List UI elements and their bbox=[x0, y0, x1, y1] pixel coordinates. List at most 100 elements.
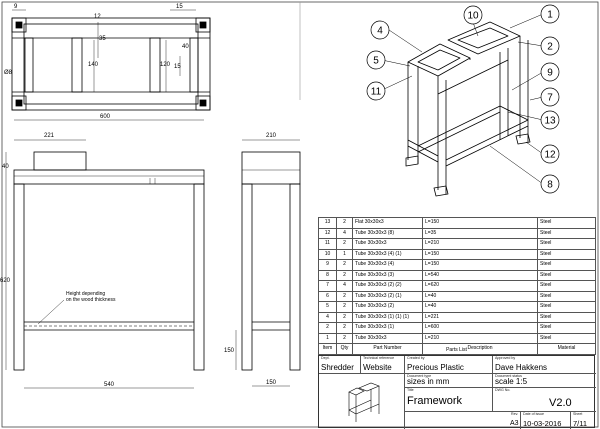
cell-description: L=600 bbox=[422, 322, 538, 334]
tb-dept-label: Dept. bbox=[321, 356, 330, 360]
cell-material: Steel bbox=[537, 280, 596, 292]
cell-qty: 4 bbox=[336, 280, 353, 292]
cell-material: Steel bbox=[537, 238, 596, 250]
balloon-9: 9 bbox=[540, 62, 560, 82]
tb-title-label: Title bbox=[407, 388, 414, 392]
title-block: Dept. Shredder Technical reference Websi… bbox=[318, 355, 596, 429]
cell-qty: 2 bbox=[336, 332, 353, 344]
cell-material: Steel bbox=[537, 217, 596, 229]
cell-item: 10 bbox=[318, 248, 337, 260]
tb-dept-cell: Dept. Shredder bbox=[319, 356, 361, 374]
tb-dwg-label: DWG No. bbox=[495, 388, 511, 392]
col-header-material: Material bbox=[537, 343, 596, 355]
cell-part-number: Flat 30x30x3 bbox=[352, 217, 423, 229]
cell-item: 5 bbox=[318, 301, 337, 313]
cell-description: L=540 bbox=[422, 269, 538, 281]
cell-part-number: Tube 30x30x3 (2) (1) bbox=[352, 290, 423, 302]
cell-material: Steel bbox=[537, 322, 596, 334]
cell-qty: 1 bbox=[336, 248, 353, 260]
cell-material: Steel bbox=[537, 290, 596, 302]
cell-item: 7 bbox=[318, 280, 337, 292]
tb-sheet-label: Sheet bbox=[573, 412, 583, 416]
balloon-5-label: 5 bbox=[373, 56, 379, 67]
tb-techref-label: Technical reference bbox=[363, 356, 395, 360]
tb-rev-label: Rev. bbox=[511, 412, 519, 416]
cell-part-number: Tube 30x30x3 (1) bbox=[352, 322, 423, 334]
cell-description: L=40 bbox=[422, 301, 538, 313]
dim-top-40: 40 bbox=[182, 44, 189, 50]
cell-part-number: Tube 30x30x3 (2) (2) bbox=[352, 280, 423, 292]
cell-qty: 2 bbox=[336, 238, 353, 250]
tb-approved-cell: Approved by Dave Hakkens bbox=[493, 356, 596, 374]
tb-status-label: Document status bbox=[495, 374, 522, 378]
side-view bbox=[235, 139, 301, 387]
dim-front-620: 620 bbox=[0, 278, 11, 284]
cell-part-number: Tube 30x30x3 (8) bbox=[352, 227, 423, 239]
parts-list-header-row: Item Qty Part Number Description Materia… bbox=[318, 343, 596, 355]
tb-dept-value: Shredder bbox=[321, 363, 354, 372]
balloon-8: 8 bbox=[540, 174, 560, 194]
note-height-line1: Height depending bbox=[66, 291, 105, 297]
tb-date-label: Date of issue bbox=[523, 412, 544, 416]
cell-description: L=210 bbox=[422, 238, 538, 250]
balloon-5: 5 bbox=[366, 50, 386, 70]
cell-qty: 2 bbox=[336, 290, 353, 302]
balloon-10-label: 10 bbox=[467, 11, 479, 22]
balloon-12-label: 12 bbox=[544, 150, 556, 161]
cell-description: L=35 bbox=[422, 227, 538, 239]
cell-description: L=150 bbox=[422, 259, 538, 271]
tb-created-cell: Created by Precious Plastic bbox=[405, 356, 493, 374]
balloon-2: 2 bbox=[540, 36, 560, 56]
cell-material: Steel bbox=[537, 227, 596, 239]
tb-doctype-label: Document type bbox=[407, 374, 432, 378]
dim-side-150: 150 bbox=[224, 348, 235, 354]
cell-qty: 2 bbox=[336, 311, 353, 323]
cell-item: 2 bbox=[318, 322, 337, 334]
cell-material: Steel bbox=[537, 269, 596, 281]
cell-material: Steel bbox=[537, 259, 596, 271]
cell-part-number: Tube 30x30x3 (3) bbox=[352, 269, 423, 281]
tb-created-value: Precious Plastic bbox=[407, 363, 464, 372]
tb-date-value: 10-03-2016 bbox=[523, 419, 562, 428]
cell-description: L=210 bbox=[422, 332, 538, 344]
dim-side-150b: 150 bbox=[266, 380, 277, 386]
cell-item: 1 bbox=[318, 332, 337, 344]
dim-top-140: 140 bbox=[88, 62, 99, 68]
cell-description: L=150 bbox=[422, 217, 538, 229]
tb-size-cell: Rev. A3 bbox=[509, 412, 521, 429]
dim-top-15b: 15 bbox=[174, 64, 181, 70]
balloon-8-label: 8 bbox=[547, 180, 553, 191]
balloon-11: 11 bbox=[366, 81, 386, 101]
dim-top-9: 9 bbox=[14, 4, 18, 10]
balloon-10: 10 bbox=[463, 5, 483, 25]
note-height-line2: on the wood thickness bbox=[66, 297, 116, 303]
balloon-1-label: 1 bbox=[547, 10, 553, 21]
cell-item: 9 bbox=[318, 259, 337, 271]
cell-item: 6 bbox=[318, 290, 337, 302]
balloon-9-label: 9 bbox=[547, 68, 553, 79]
cell-part-number: Tube 30x30x3 (2) bbox=[352, 301, 423, 313]
cell-description: L=221 bbox=[422, 311, 538, 323]
cell-description: L=150 bbox=[422, 248, 538, 260]
balloon-2-label: 2 bbox=[547, 42, 553, 53]
isometric-view bbox=[405, 21, 531, 197]
cell-description: L=40 bbox=[422, 290, 538, 302]
tb-sheet-cell: Sheet 7/11 bbox=[571, 412, 596, 429]
iso-leaders bbox=[381, 13, 544, 185]
tb-techref-cell: Technical reference Website bbox=[361, 356, 405, 374]
cell-description: L=620 bbox=[422, 280, 538, 292]
dim-front-540: 540 bbox=[104, 382, 115, 388]
tb-rev-value: V2.0 bbox=[549, 397, 572, 409]
dim-front-600: 600 bbox=[100, 114, 111, 120]
dim-top-dia8: Ø8 bbox=[4, 70, 13, 76]
